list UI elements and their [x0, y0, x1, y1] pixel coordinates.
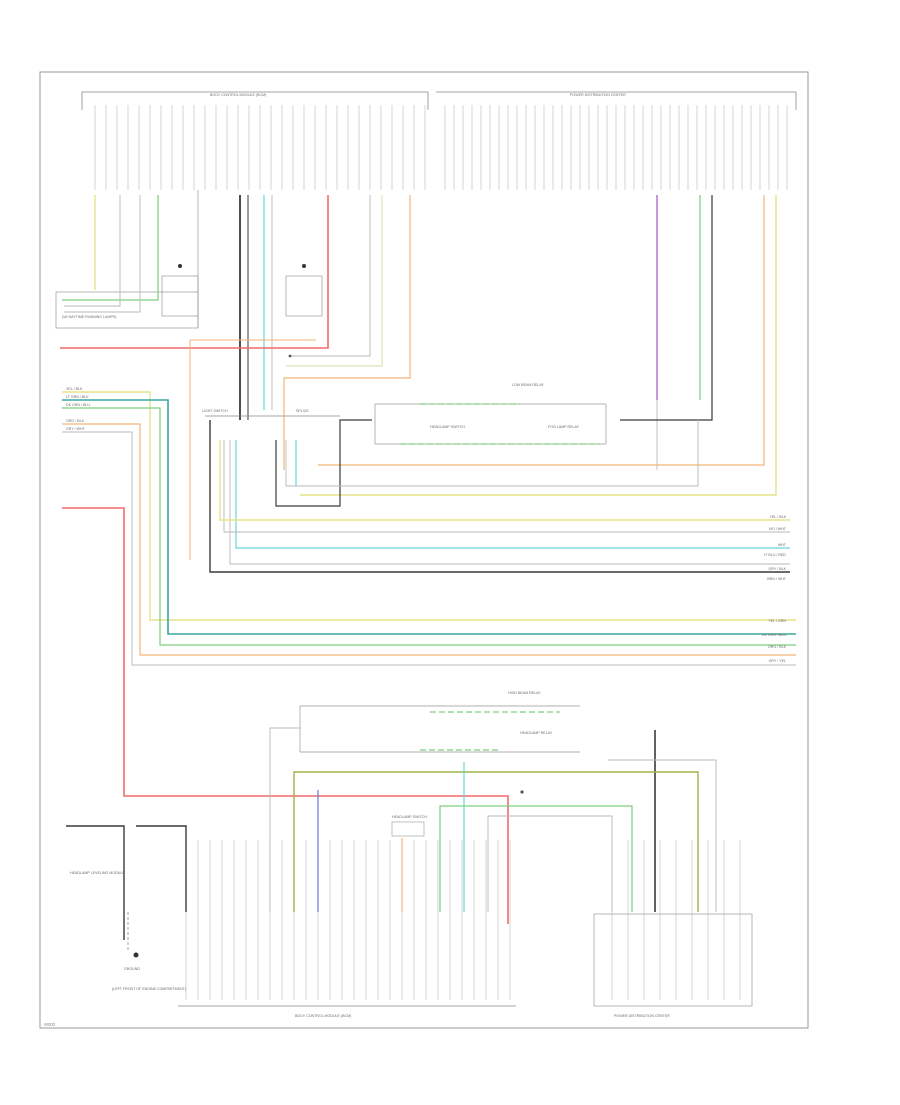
wire-label: WHT — [778, 543, 787, 547]
bottom-switch-box — [391, 821, 425, 837]
splice-1 — [520, 790, 524, 794]
wire-left-green — [62, 407, 796, 646]
wire-label: YEL / BLK — [770, 515, 787, 519]
wire-left-teal — [62, 399, 796, 635]
relay-bottom-b: HEADLAMP RELAY — [520, 731, 553, 735]
center-conn-label-b: SPLICE — [296, 409, 309, 413]
relay-bottom-a: HIGH BEAM RELAY — [508, 691, 541, 695]
pdc-top-title: POWER DISTRIBUTION CENTER — [570, 93, 626, 97]
wire-left-red — [62, 507, 509, 924]
wire-bottom-olive — [293, 771, 699, 912]
bcm-top-title: BODY CONTROL MODULE (BCM) — [210, 93, 266, 97]
top-connector-pins — [94, 105, 788, 190]
wire-label: GRY / WHT — [66, 427, 86, 431]
wire-label-lower: ORG / BLK — [768, 645, 787, 649]
wire-label: LT BLU / RED — [764, 553, 787, 557]
right-wire-labels: YEL / BLK VIO / WHT WHT LT BLU / RED GRY / B… — [762, 515, 787, 663]
pdc-bottom-title: POWER DISTRIBUTION CENTER — [614, 1014, 670, 1018]
left-wire-labels: YEL / BLK LT GRN / BLK DK GRN / BLU ORG / B… — [66, 387, 90, 431]
ground-note: (LEFT FRONT OF ENGINE COMPARTMENT) — [112, 987, 186, 991]
left-module-note: HEADLAMP LEVELING MODULE — [70, 871, 125, 875]
relay-box-left — [161, 275, 199, 317]
wire-black-right — [620, 195, 713, 421]
relay-top-center-title: LOW BEAM RELAY — [512, 383, 544, 387]
left-top-module-box — [55, 291, 199, 329]
wire-orange-top — [283, 195, 411, 470]
wire-cyan-long — [235, 440, 790, 549]
diagram-frame — [39, 71, 809, 1029]
bottom-connector-pins — [185, 840, 741, 1000]
pdc-bottom-box — [593, 913, 753, 1007]
wire-left-gray — [62, 431, 796, 666]
relay-top-center-b: FOG LAMP RELAY — [548, 425, 580, 429]
ground-dot — [133, 952, 139, 958]
wire-label: LT GRN / BLK — [66, 395, 89, 399]
wire-gray-long2 — [223, 440, 790, 533]
wire-orange-right — [318, 195, 765, 466]
wire-yellow-long — [219, 440, 790, 521]
wire-left-orange — [62, 423, 796, 656]
ground-wire-black-1 — [66, 825, 125, 940]
wire-gray-long3 — [285, 420, 699, 487]
wire-pale-380 — [286, 195, 383, 367]
wire-black-center — [209, 420, 790, 573]
relay-dot-left — [178, 264, 182, 268]
center-conn-label: LIGHT SWITCH — [202, 409, 228, 413]
ground-label: GROUND — [124, 967, 140, 971]
wire-green-left — [62, 195, 159, 301]
bcm-bottom-title: BODY CONTROL MODULE (BCM) — [295, 1014, 351, 1018]
wire-label: ORG / BLK — [66, 419, 85, 423]
wire-gray-center-1 — [229, 440, 790, 565]
ground-wire-black-2 — [136, 825, 187, 912]
wire-label-lower: DK GRN / BLU — [762, 633, 786, 637]
wire-left-yellow — [62, 391, 796, 621]
wire-gray-2 — [64, 195, 141, 313]
wire-red-top — [60, 195, 329, 349]
page-code: W000 — [44, 1022, 56, 1027]
wire-black-center2 — [275, 419, 372, 507]
wire-bottom-gray3 — [608, 759, 717, 912]
wire-bottom-gray1 — [269, 727, 300, 912]
wire-yellow-right — [300, 195, 777, 496]
bottom-relay-outline — [299, 705, 580, 753]
wire-label-lower: GRY / YEL — [769, 659, 786, 663]
relay-top-center-a: HEADLAMP SWITCH — [430, 425, 465, 429]
wire-label: YEL / BLK — [66, 387, 83, 391]
wire-gray-1 — [64, 195, 121, 307]
wire-bottom-green — [439, 805, 633, 912]
wire-label: VIO / WHT — [769, 527, 787, 531]
wire-bottom-gray2 — [487, 815, 613, 912]
wire-label: GRY / BLK — [769, 567, 787, 571]
wire-label: DK GRN / BLU — [66, 403, 90, 407]
left-note: (W/ DAYTIME RUNNING LAMPS) — [62, 315, 116, 319]
relay-box-mid — [285, 275, 323, 317]
wire-label-lower: YEL / GRN — [768, 619, 786, 623]
relay-dot-mid — [302, 264, 306, 268]
splice-2 — [288, 354, 292, 358]
wire-gray-4 — [290, 195, 371, 357]
wire-label: BRN / WHT — [767, 577, 787, 581]
bottom-switch-label: HEADLAMP SWITCH — [392, 815, 427, 819]
